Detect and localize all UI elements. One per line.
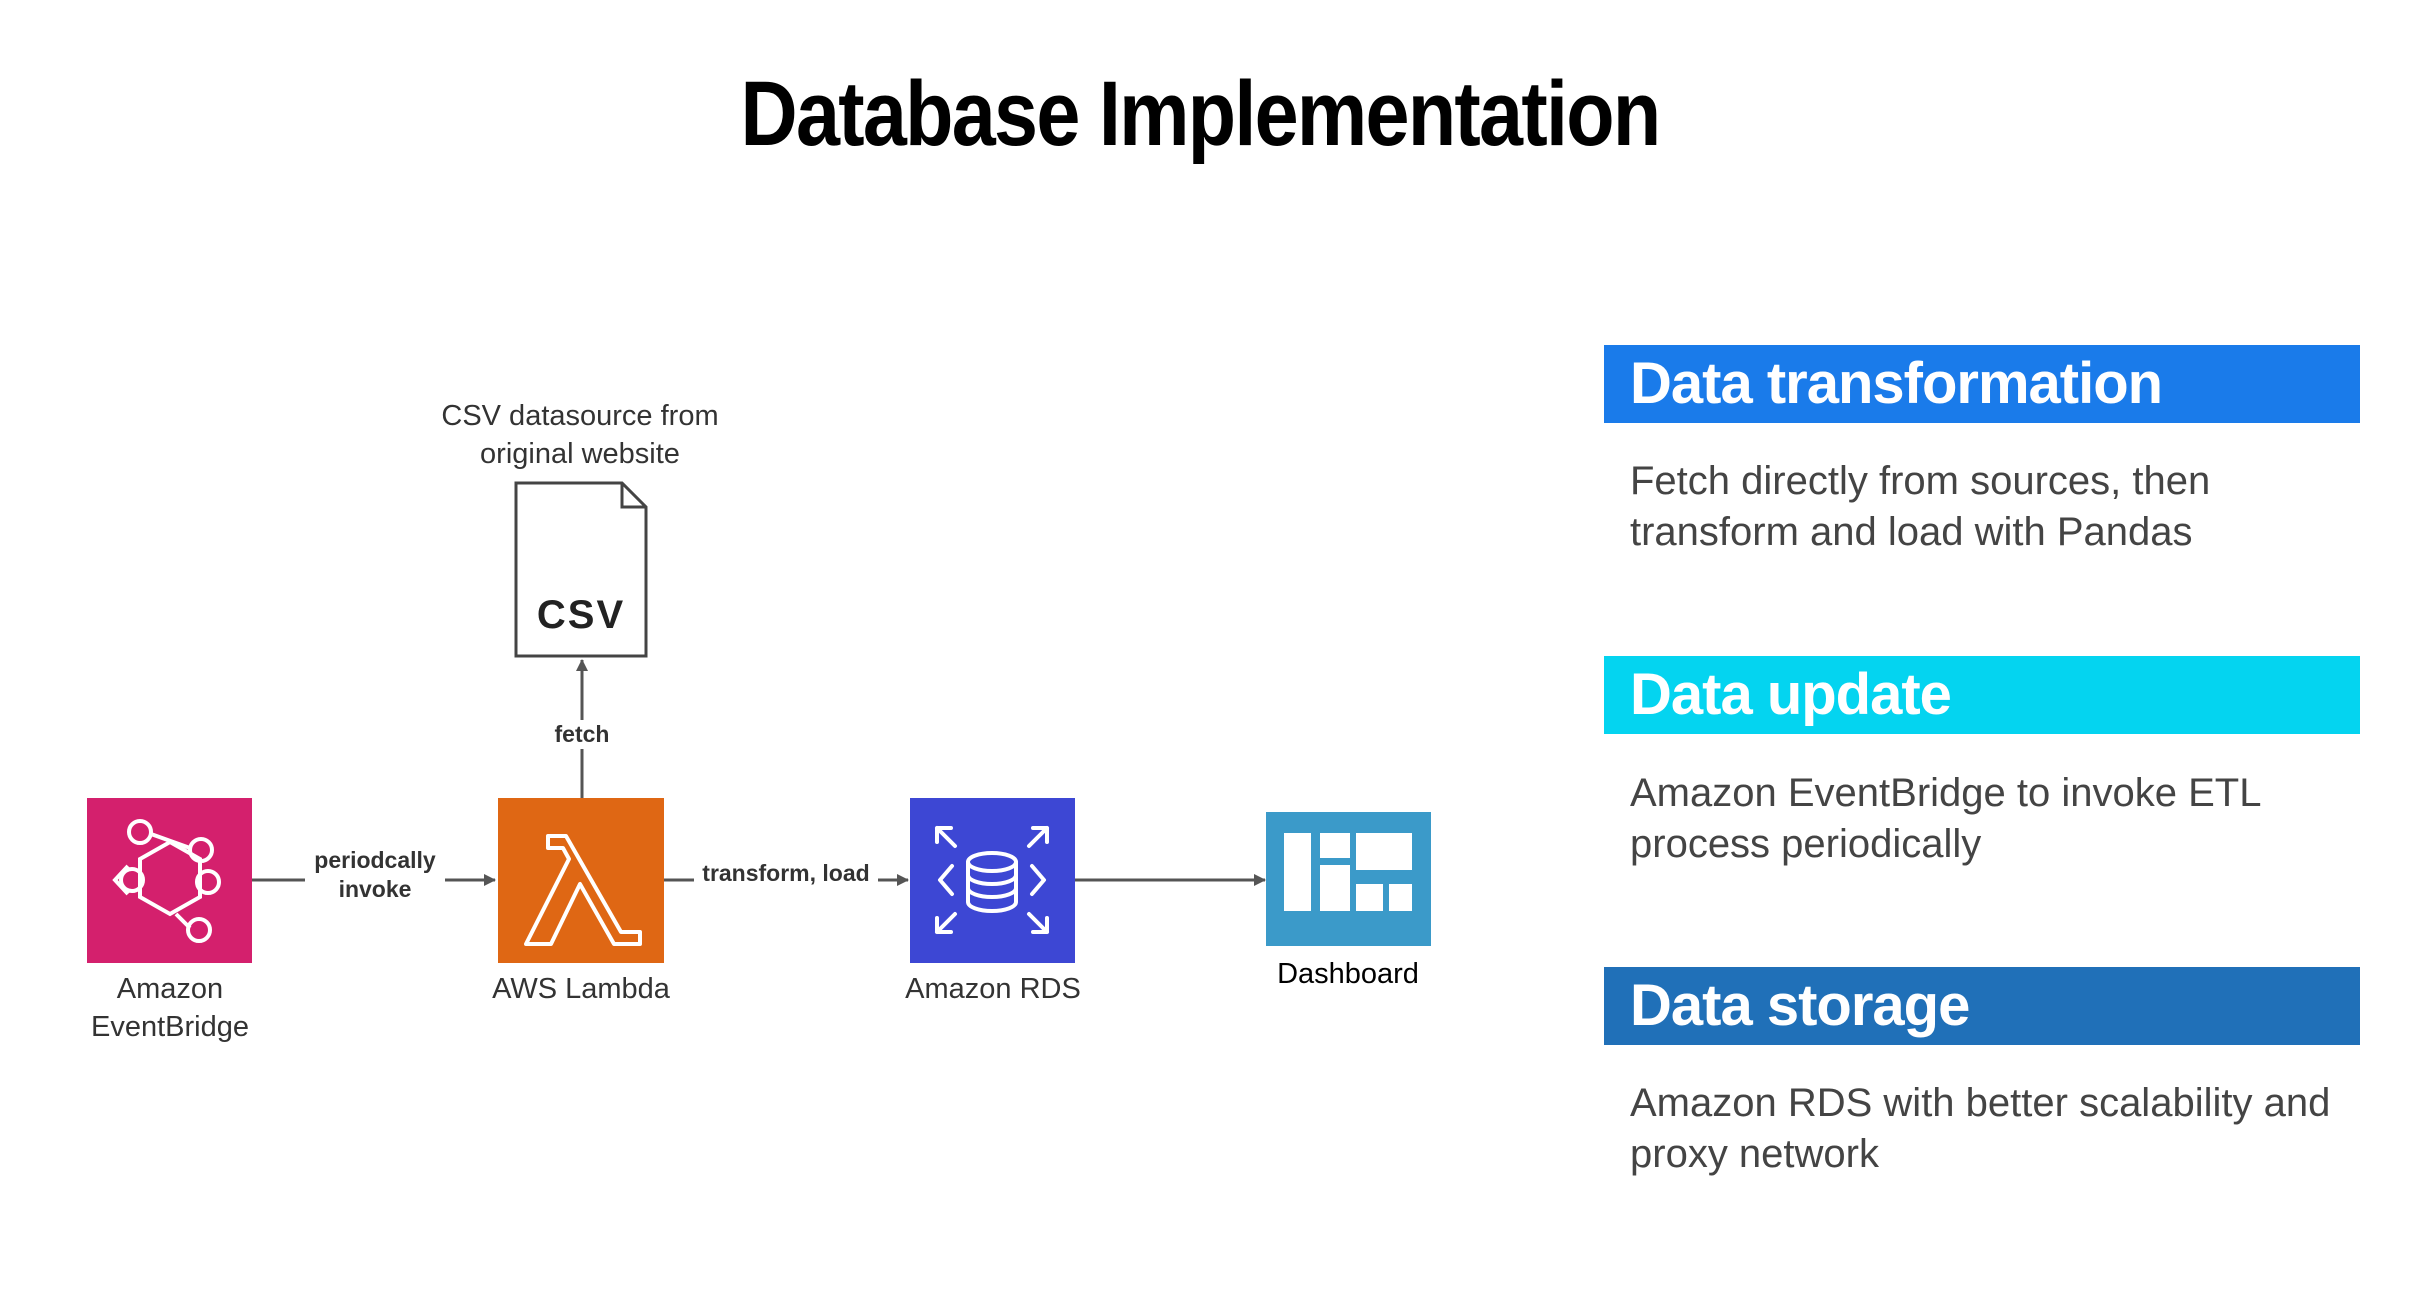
section-header-update: Data update — [1604, 656, 2360, 734]
edge-label-periodically-line2: invoke — [338, 876, 412, 902]
node-label-rds: Amazon RDS — [905, 973, 1081, 1005]
node-label-dashboard: Dashboard — [1277, 958, 1419, 990]
csv-file-icon — [514, 481, 648, 658]
architecture-diagram: CSV CSV datasource from original website… — [60, 397, 1431, 1046]
node-label-lambda: AWS Lambda — [492, 973, 670, 1005]
section-body-update: Amazon EventBridge to invoke ETL process… — [1630, 771, 2260, 866]
node-label-eventbridge-line1: Amazon — [116, 973, 224, 1005]
csv-source-label: CSV datasource from original website — [420, 397, 740, 473]
page-title: Database Implementation — [740, 63, 1662, 165]
edge-label-periodically: periodcally invoke — [305, 846, 445, 904]
diagram-canvas — [87, 481, 1431, 963]
lambda-icon — [498, 798, 664, 963]
node-label-eventbridge-line2: EventBridge — [91, 1011, 249, 1043]
csv-icon-label: CSV — [536, 593, 626, 637]
section-body-storage: Amazon RDS with better scalability and p… — [1630, 1081, 2331, 1176]
dashboard-icon — [1266, 812, 1431, 946]
csv-source-text: CSV datasource from original website — [441, 400, 719, 470]
eventbridge-icon — [87, 798, 252, 963]
section-header-transformation: Data transformation — [1604, 345, 2360, 423]
section-header-storage: Data storage — [1604, 967, 2360, 1045]
edge-label-fetch: fetch — [545, 720, 619, 749]
edge-label-periodically-line1: periodcally — [314, 847, 436, 873]
rds-icon — [910, 798, 1075, 963]
node-label-eventbridge: Amazon EventBridge — [60, 970, 280, 1046]
edge-label-transform-load: transform, load — [694, 859, 878, 888]
section-body-transformation: Fetch directly from sources, then transf… — [1630, 459, 2211, 554]
